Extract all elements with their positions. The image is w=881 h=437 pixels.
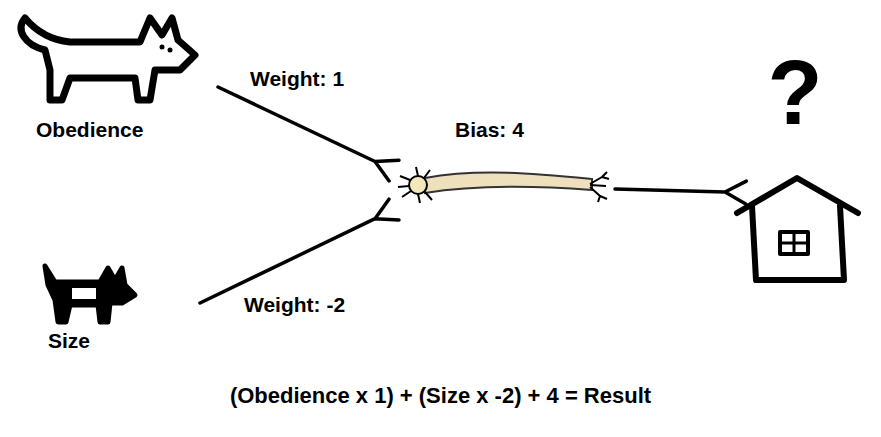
formula-text: (Obedience x 1) + (Size x -2) + 4 = Resu…: [228, 383, 653, 409]
node-label: Obedience: [36, 117, 143, 142]
weight-label: Weight: 1: [248, 66, 346, 91]
output-node: ?: [725, 48, 865, 288]
weight-label: Weight: -2: [242, 292, 347, 317]
arrow-connector: [200, 199, 399, 303]
neuron-node: Bias: 4: [375, 112, 615, 222]
node-label: ?: [768, 48, 823, 138]
arrow-line: [218, 87, 399, 181]
size-dog: [45, 266, 135, 322]
node-label: Size: [48, 328, 90, 353]
input-node: Size: [40, 258, 200, 358]
input-node: Obedience: [18, 10, 218, 150]
obedience-dog: [21, 18, 195, 100]
arrow-connector: [218, 87, 399, 181]
neuron: [398, 167, 609, 203]
arrow-connector: [615, 181, 746, 204]
house: [737, 178, 858, 280]
node-label: Bias: 4: [455, 117, 524, 142]
arrow-line: [200, 199, 399, 303]
arrow-line: [615, 181, 746, 204]
